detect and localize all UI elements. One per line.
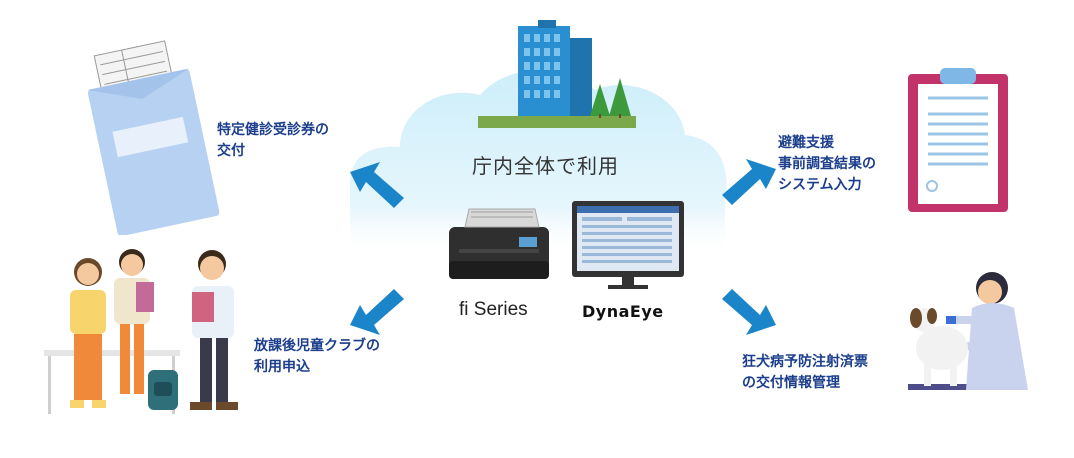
label-evacuation-support: 避難支援 事前調査結果の システム入力 [778, 133, 876, 196]
label-line: 交付 [217, 143, 245, 159]
envelope-document-icon [87, 40, 220, 235]
label-line: システム入力 [778, 177, 862, 193]
label-line: 事前調査結果の [778, 156, 876, 172]
label-line: 利用申込 [254, 359, 310, 375]
arrow-up-left-icon [350, 162, 404, 208]
label-health-checkup: 特定健診受診券の 交付 [217, 120, 329, 162]
label-line: の交付情報管理 [742, 375, 840, 391]
label-line: 特定健診受診券の [217, 122, 329, 138]
label-line: 放課後児童クラブの [254, 338, 380, 354]
clipboard-icon [908, 68, 1008, 212]
label-after-school-club: 放課後児童クラブの 利用申込 [254, 336, 380, 378]
label-line: 狂犬病予防注射済票 [742, 354, 868, 370]
office-building-icon [478, 20, 636, 128]
label-line: 避難支援 [778, 135, 834, 151]
arrow-down-right-icon [722, 289, 776, 335]
arrow-down-left-icon [350, 289, 404, 335]
arrow-up-right-icon [722, 159, 776, 205]
fi-series-label: fi Series [459, 299, 528, 320]
children-group-icon [44, 249, 238, 414]
label-rabies-vaccination: 狂犬病予防注射済票 の交付情報管理 [742, 352, 868, 394]
center-title: 庁内全体で利用 [472, 154, 619, 178]
vet-dog-icon [908, 272, 1028, 390]
monitor-icon [572, 201, 684, 289]
dynaeye-logo-text: DynaEye [582, 302, 664, 321]
scanner-icon [449, 208, 549, 279]
